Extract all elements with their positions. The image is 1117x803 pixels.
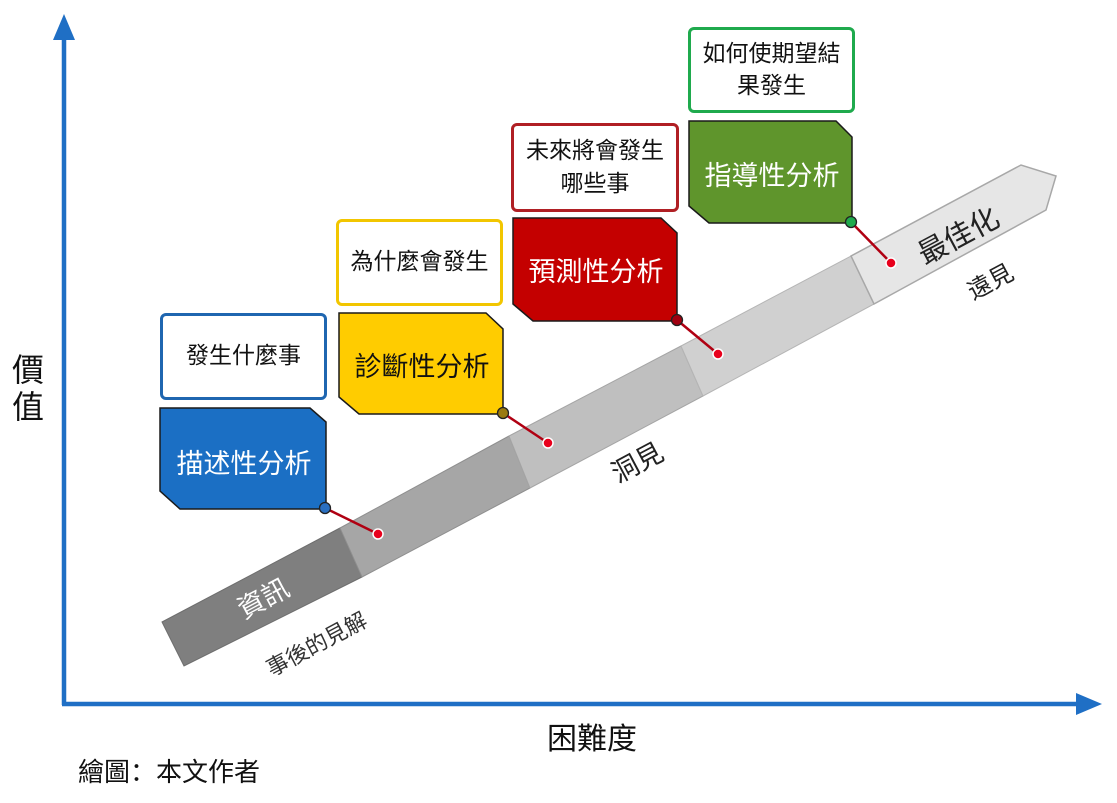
band-point-prescriptive bbox=[885, 257, 897, 269]
band-point-diagnostic bbox=[542, 437, 554, 449]
marker-dot-predictive bbox=[670, 313, 684, 327]
connector-predictive bbox=[676, 319, 719, 355]
analytics-card-prescriptive: 指導性分析 bbox=[688, 120, 858, 229]
y-axis-label: 價值 bbox=[11, 351, 44, 426]
band-point-predictive bbox=[712, 348, 724, 360]
analytics-card-diagnostic: 診斷性分析 bbox=[338, 312, 510, 420]
marker-dot-diagnostic bbox=[496, 406, 510, 420]
band-segment-insight bbox=[508, 345, 704, 489]
analytics-label-diagnostic: 診斷性分析 bbox=[355, 352, 490, 383]
question-box-descriptive: 發生什麼事 bbox=[160, 313, 327, 400]
band-point-descriptive bbox=[372, 528, 384, 540]
figure-credit: 繪圖：本文作者 bbox=[78, 758, 261, 788]
question-box-diagnostic: 為什麼會發生 bbox=[336, 219, 503, 306]
analytics-label-prescriptive: 指導性分析 bbox=[705, 161, 840, 192]
analytics-label-descriptive: 描述性分析 bbox=[177, 449, 312, 480]
connector-diagnostic bbox=[502, 411, 549, 445]
band-segment-optimization bbox=[850, 164, 1057, 306]
connector-descriptive bbox=[324, 506, 379, 536]
marker-dot-prescriptive bbox=[844, 215, 858, 229]
stage-label-insight: 洞見 bbox=[607, 437, 669, 490]
stage-label-hindsight: 事後的見解 bbox=[263, 608, 372, 682]
band-segment-foresight bbox=[680, 255, 875, 397]
y-axis-arrowhead bbox=[53, 14, 75, 40]
stage-label-foresight: 遠見 bbox=[963, 258, 1019, 305]
connector-prescriptive bbox=[850, 221, 892, 264]
question-box-prescriptive: 如何使期望結果發生 bbox=[688, 27, 855, 113]
marker-dot-descriptive bbox=[318, 501, 332, 515]
band-segment-hindsight bbox=[339, 435, 531, 578]
connectors bbox=[324, 221, 892, 536]
x-axis-arrowhead bbox=[1076, 693, 1102, 715]
progression-band bbox=[161, 164, 1057, 667]
analytics-card-predictive: 預測性分析 bbox=[512, 217, 684, 327]
question-box-predictive: 未來將會發生哪些事 bbox=[511, 123, 679, 212]
analytics-card-descriptive: 描述性分析 bbox=[159, 407, 332, 515]
x-axis-label: 困難度 bbox=[547, 722, 637, 757]
analytics-label-predictive: 預測性分析 bbox=[529, 257, 664, 288]
band-points bbox=[372, 257, 897, 540]
axes bbox=[53, 14, 1102, 715]
